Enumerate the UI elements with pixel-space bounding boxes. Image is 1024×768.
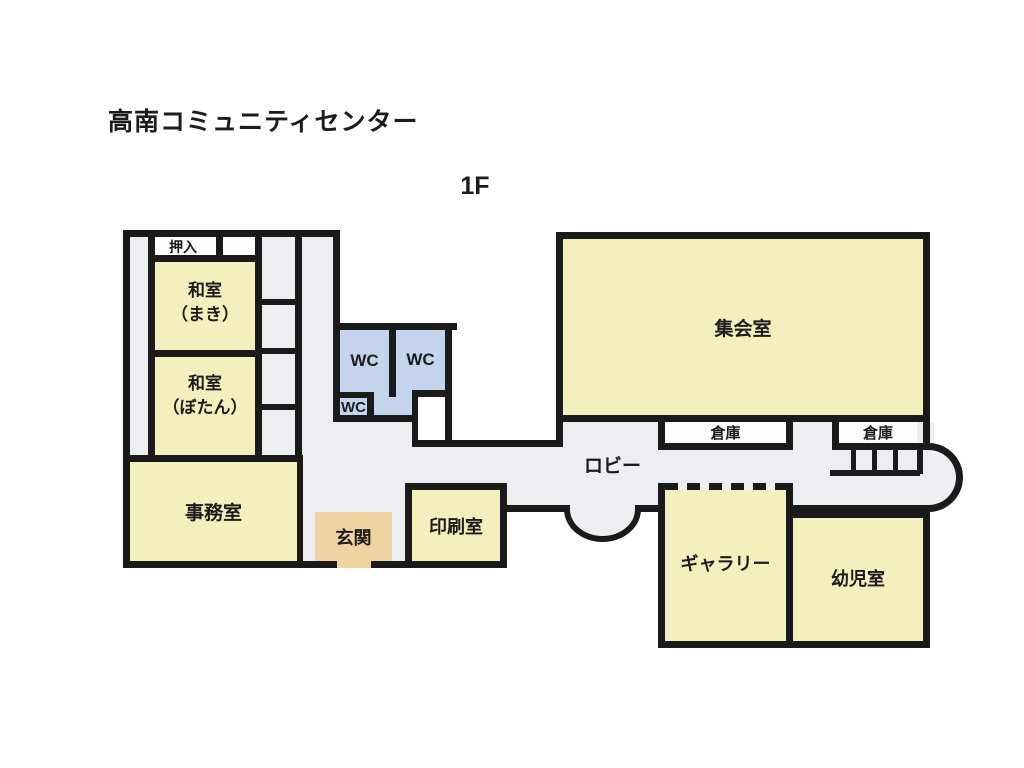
page-title: 高南コミュニティセンター — [108, 108, 419, 136]
room-label-jimushitsu: 事務室 — [184, 503, 242, 524]
room-label-wc-left: WC — [350, 351, 379, 370]
wall-segment — [658, 641, 930, 648]
wall-segment — [556, 232, 563, 447]
wall-segment — [658, 483, 665, 648]
stairs-step — [893, 450, 898, 474]
notch-strip — [418, 397, 445, 440]
wall-segment — [923, 511, 930, 648]
wall-segment — [923, 232, 930, 422]
room-label-lobby: ロビー — [583, 455, 641, 477]
room-washitsu-maki — [155, 262, 255, 350]
entrance-arc — [564, 505, 641, 542]
room-label-souko-right: 倉庫 — [862, 425, 893, 442]
wall-segment — [412, 390, 418, 447]
wall-segment — [262, 404, 302, 410]
room-insatsushitsu — [412, 490, 500, 561]
wall-segment — [556, 415, 930, 422]
wall-segment — [556, 232, 930, 239]
stairs-step — [872, 450, 877, 474]
wall-segment — [923, 422, 930, 450]
wall-segment — [123, 561, 337, 568]
corridor-left-strip — [130, 237, 148, 455]
room-youjishitsu — [793, 518, 923, 641]
wall-segment — [832, 443, 930, 450]
gallery-dashed-opening — [665, 483, 786, 490]
wall-segment — [371, 561, 507, 568]
wall-segment — [786, 505, 909, 512]
wall-segment — [500, 483, 507, 568]
wall-segment — [832, 422, 839, 450]
room-label-washitsu-maki: 和室（まき） — [171, 280, 239, 324]
wall-segment — [412, 440, 563, 447]
room-gallery — [665, 490, 786, 641]
wall-segment — [333, 392, 374, 398]
floor-label: 1F — [460, 172, 490, 200]
wall-segment — [638, 505, 665, 512]
wall-segment — [148, 255, 262, 262]
room-label-genkan: 玄関 — [335, 527, 372, 548]
wall-segment — [786, 483, 793, 648]
wall-segment — [412, 390, 452, 397]
courtyard-notch — [452, 415, 556, 440]
wall-segment — [262, 299, 302, 305]
room-souko-left — [665, 422, 786, 443]
wall-segment — [445, 323, 452, 447]
wall-segment — [786, 422, 793, 450]
room-jimushitsu — [130, 462, 297, 561]
wall-segment — [333, 323, 457, 330]
room-oshiire — [155, 237, 216, 258]
wall-segment — [295, 230, 302, 462]
lobby-east-rounded-end — [895, 443, 963, 512]
wall-segment — [255, 230, 262, 462]
room-label-youjishitsu: 幼児室 — [831, 569, 885, 589]
stairs-step — [917, 450, 923, 474]
room-label-oshiire: 押入 — [169, 238, 197, 255]
wall-segment — [658, 443, 793, 450]
wall-segment — [405, 483, 507, 490]
wall-segment — [123, 230, 340, 237]
room-shukaishitsu — [563, 239, 923, 415]
room-label-insatsushitsu: 印刷室 — [429, 516, 483, 537]
wall-segment — [148, 237, 155, 462]
wall-segment — [148, 350, 262, 357]
room-label-wc-small: WC — [341, 398, 366, 416]
wall-segment — [405, 483, 412, 568]
closet-box — [223, 237, 255, 255]
room-genkan — [315, 512, 392, 568]
wall-segment — [262, 348, 302, 354]
room-label-washitsu-botan: 和室（ぼたん） — [162, 373, 248, 417]
wall-segment — [333, 415, 418, 422]
wall-segment — [500, 505, 567, 512]
wall-segment — [216, 237, 223, 262]
stairs-step — [851, 450, 856, 474]
wall-segment — [333, 330, 340, 422]
wall-segment — [389, 330, 396, 397]
wall-segment — [297, 455, 303, 568]
room-souko-right — [839, 422, 917, 443]
room-label-shukaishitsu: 集会室 — [714, 318, 772, 340]
wall-segment — [658, 422, 665, 450]
room-washitsu-botan — [155, 357, 255, 455]
wall-segment — [123, 455, 303, 462]
room-label-souko-left: 倉庫 — [710, 425, 741, 442]
wall-segment — [123, 230, 130, 568]
wall-segment — [333, 230, 340, 330]
room-label-gallery: ギャラリー — [680, 554, 771, 574]
wall-segment — [367, 392, 374, 422]
cabinet-column — [262, 237, 295, 455]
room-label-wc-right: WC — [406, 350, 435, 369]
wall-segment — [793, 511, 930, 518]
